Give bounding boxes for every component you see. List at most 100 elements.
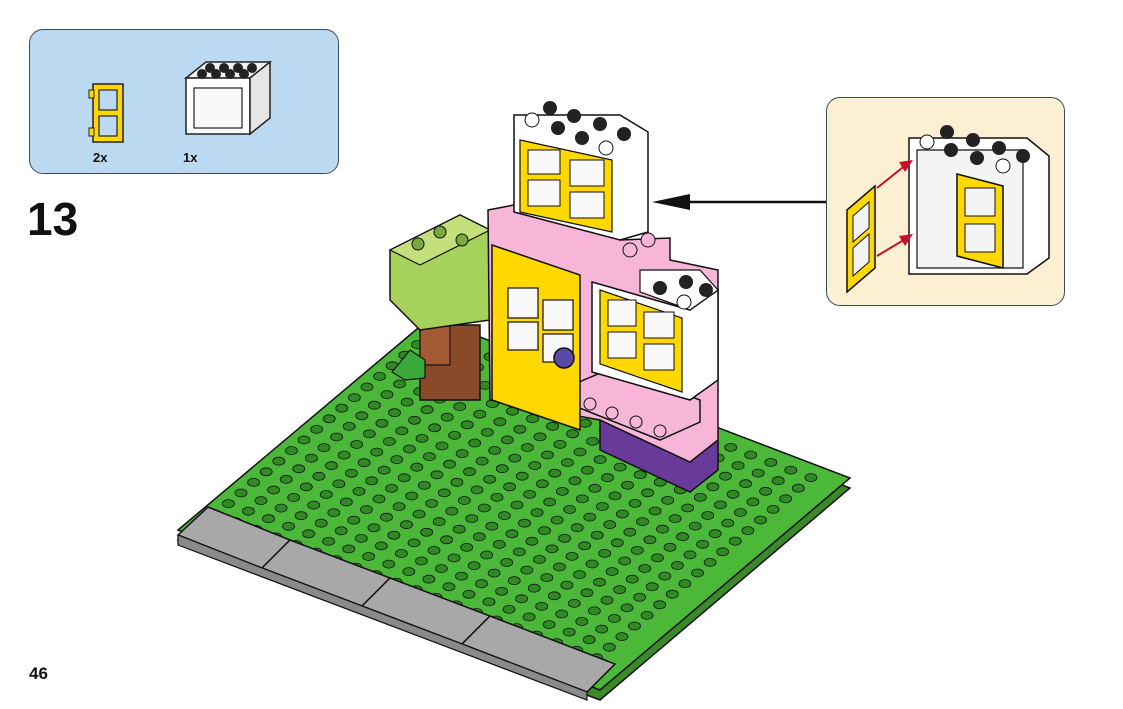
baseplate-stud [740,480,752,488]
baseplate-stud [697,540,709,548]
baseplate-stud [484,475,496,483]
baseplate-stud [551,516,563,524]
baseplate-stud [772,477,784,485]
baseplate-stud [529,462,541,470]
baseplate-stud [614,586,626,594]
baseplate-stud [513,548,525,556]
baseplate-stud [381,513,393,521]
baseplate-stud [451,478,463,486]
baseplate-stud [486,522,498,530]
baseplate-stud [468,562,480,570]
baseplate-stud [444,460,456,468]
baseplate-stud [745,451,757,459]
baseplate-stud [393,503,405,511]
baseplate-stud [594,456,606,464]
baseplate-stud [541,574,553,582]
baseplate-stud [534,433,546,441]
baseplate-stud [601,596,613,604]
baseplate-stud [689,522,701,530]
baseplate-stud [547,422,559,430]
baseplate-stud [614,463,626,471]
baseplate-stud [456,572,468,580]
baseplate-stud [371,448,383,456]
baseplate-stud [389,409,401,417]
baseplate-stud [298,436,310,444]
baseplate-stud [576,618,588,626]
baseplate-stud [584,513,596,521]
baseplate-stud [747,498,759,506]
baseplate-stud [616,633,628,641]
baseplate-stud [406,492,418,500]
baseplate-stud [574,448,586,456]
baseplate-stud [602,474,614,482]
baseplate-stud [704,558,716,566]
baseplate-stud [401,398,413,406]
baseplate-stud [474,410,486,418]
baseplate-stud [533,556,545,564]
baseplate-stud [702,512,714,520]
baseplate-stud [516,472,528,480]
baseplate-stud [682,504,694,512]
baseplate-stud [376,419,388,427]
baseplate-stud [311,425,323,433]
baseplate-stud [491,493,503,501]
baseplate-stud [509,454,521,462]
baseplate-stud [398,474,410,482]
baseplate-stud [288,494,300,502]
baseplate-stud [280,475,292,483]
baseplate-stud [792,484,804,492]
baseplate-stud [531,509,543,517]
baseplate-stud [355,534,367,542]
baseplate-stud [526,537,538,545]
baseplate-stud [692,569,704,577]
baseplate-stud [657,525,669,533]
baseplate-stud [543,621,555,629]
baseplate-stud [438,489,450,497]
baseplate-stud [268,486,280,494]
baseplate-stud [722,519,734,527]
baseplate-stud [300,483,312,491]
baseplate-stud [559,534,571,542]
baseplate-stud [604,521,616,529]
baseplate-stud [421,406,433,414]
baseplate-stud [591,531,603,539]
baseplate-stud [511,501,523,509]
baseplate-stud [606,568,618,576]
baseplate-stud [293,465,305,473]
baseplate-stud [603,643,615,651]
baseplate-stud [449,431,461,439]
baseplate-stud [684,551,696,559]
baseplate-stud [448,554,460,562]
baseplate-stud [760,487,772,495]
baseplate-stud [626,575,638,583]
baseplate-stud [504,483,516,491]
baseplate-stud [396,427,408,435]
baseplate-stud [489,447,501,455]
baseplate-stud [423,575,435,583]
baseplate-stud [374,372,386,380]
baseplate-stud [476,580,488,588]
baseplate-stud [714,501,726,509]
baseplate-stud [273,457,285,465]
baseplate-stud [562,459,574,467]
baseplate-stud [524,490,536,498]
baseplate-stud [248,478,260,486]
baseplate-stud [501,559,513,567]
baseplate-stud [454,403,466,411]
baseplate-stud [403,445,415,453]
baseplate-stud [478,504,490,512]
baseplate-stud [331,433,343,441]
baseplate-stud [609,492,621,500]
baseplate-stud [441,413,453,421]
baseplate-stud [608,615,620,623]
baseplate-stud [348,394,360,402]
baseplate-stud [428,546,440,554]
baseplate-stud [508,577,520,585]
baseplate-stud [707,483,719,491]
baseplate-stud [742,527,754,535]
baseplate-stud [461,543,473,551]
baseplate-stud [549,469,561,477]
baseplate-stud [506,530,518,538]
baseplate-stud [498,512,510,520]
baseplate-stud [494,418,506,426]
